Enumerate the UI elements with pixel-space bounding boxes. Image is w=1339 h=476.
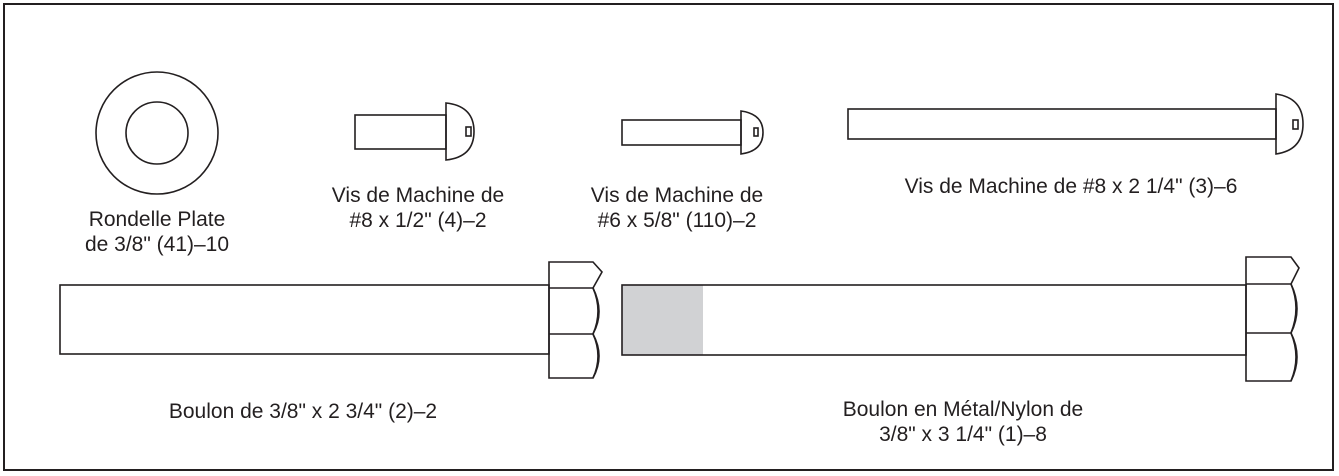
short-screw-6-label-line1: Vis de Machine de: [590, 184, 764, 207]
short-screw-8-label-line2: #8 x 1/2" (4)–2: [349, 209, 487, 232]
nylon-bolt-label: Boulon en Métal/Nylon de 3/8" x 3 1/4" (…: [803, 397, 1123, 447]
short-screw-8-label: Vis de Machine de #8 x 1/2" (4)–2: [308, 183, 528, 233]
long-screw-8-label: Vis de Machine de #8 x 2 1/4" (3)–6: [871, 174, 1271, 199]
washer-label-line2: de 3/8" (41)–10: [84, 233, 230, 256]
washer-drawing: [95, 71, 219, 195]
washer-label-line1: Rondelle Plate: [88, 208, 226, 231]
short-screw-8-label-line1: Vis de Machine de: [331, 184, 505, 207]
parts-frame: [3, 3, 1334, 471]
nylon-bolt-label-line2: 3/8" x 3 1/4" (1)–8: [879, 423, 1047, 446]
short-screw-6-drawing: [621, 110, 764, 155]
long-screw-8-label-line1: Vis de Machine de #8 x 2 1/4" (3)–6: [904, 175, 1238, 198]
hex-bolt-label-line1: Boulon de 3/8" x 2 3/4" (2)–2: [168, 400, 438, 423]
hex-bolt-drawing: [59, 261, 603, 379]
short-screw-6-label-line2: #6 x 5/8" (110)–2: [597, 209, 757, 232]
nylon-bolt-label-line1: Boulon en Métal/Nylon de: [842, 398, 1084, 421]
nylon-bolt-drawing: [621, 256, 1300, 382]
short-screw-8-drawing: [354, 102, 475, 161]
short-screw-6-label: Vis de Machine de #6 x 5/8" (110)–2: [567, 183, 787, 233]
hex-bolt-label: Boulon de 3/8" x 2 3/4" (2)–2: [118, 399, 488, 424]
long-screw-8-drawing: [847, 93, 1304, 155]
nylon-patch: [622, 285, 703, 355]
washer-label: Rondelle Plate de 3/8" (41)–10: [67, 207, 247, 257]
